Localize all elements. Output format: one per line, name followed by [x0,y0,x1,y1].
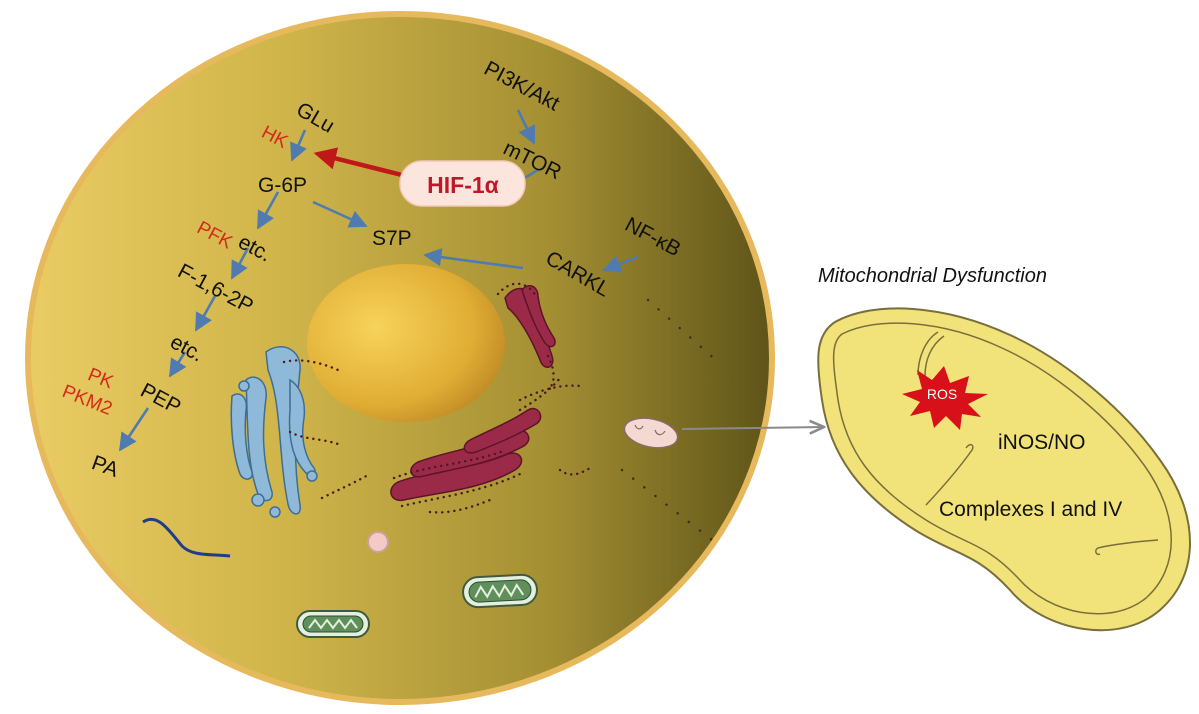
hif-label: HIF-1α [427,172,499,198]
arrow-g6p-s7p [312,200,368,228]
ribosome-dots [282,282,592,514]
complexes-label: Complexes I and IV [939,498,1122,521]
cytoplasm-dots [620,298,720,542]
hif-box [399,160,526,207]
ros-label: ROS [927,386,957,402]
arrow-g6p-etc [256,191,280,230]
arrow-carkl-s7p [423,248,524,270]
arrow-pep-pa [118,407,150,452]
arrow-etc-pep [168,351,187,378]
ros-burst [902,366,988,430]
mitochondrion-large [817,307,1191,632]
arrow-pi3k-mtor [516,109,536,145]
mitochondrion-green-2 [296,610,370,638]
arrow-hif-hk [313,147,403,178]
mitochondrion-green-1 [462,573,538,609]
s7p-label: S7P [372,227,412,250]
small-mitochondrion [623,417,679,449]
arrow-zoom-mitochondrion [681,427,824,429]
arrow-nfkb-carkl [602,255,639,273]
inos-label: iNOS/NO [998,431,1086,454]
arrow-glu-g6p [290,129,307,162]
arrow-etc-f16 [230,247,250,280]
nucleus [307,264,505,422]
arrow-f16-etc [194,295,217,332]
vesicle [367,531,389,553]
g6p-label: G-6P [258,174,307,197]
dna-strand [142,518,231,558]
golgi-apparatus [230,346,318,518]
mito-caption: Mitochondrial Dysfunction [818,265,1047,287]
